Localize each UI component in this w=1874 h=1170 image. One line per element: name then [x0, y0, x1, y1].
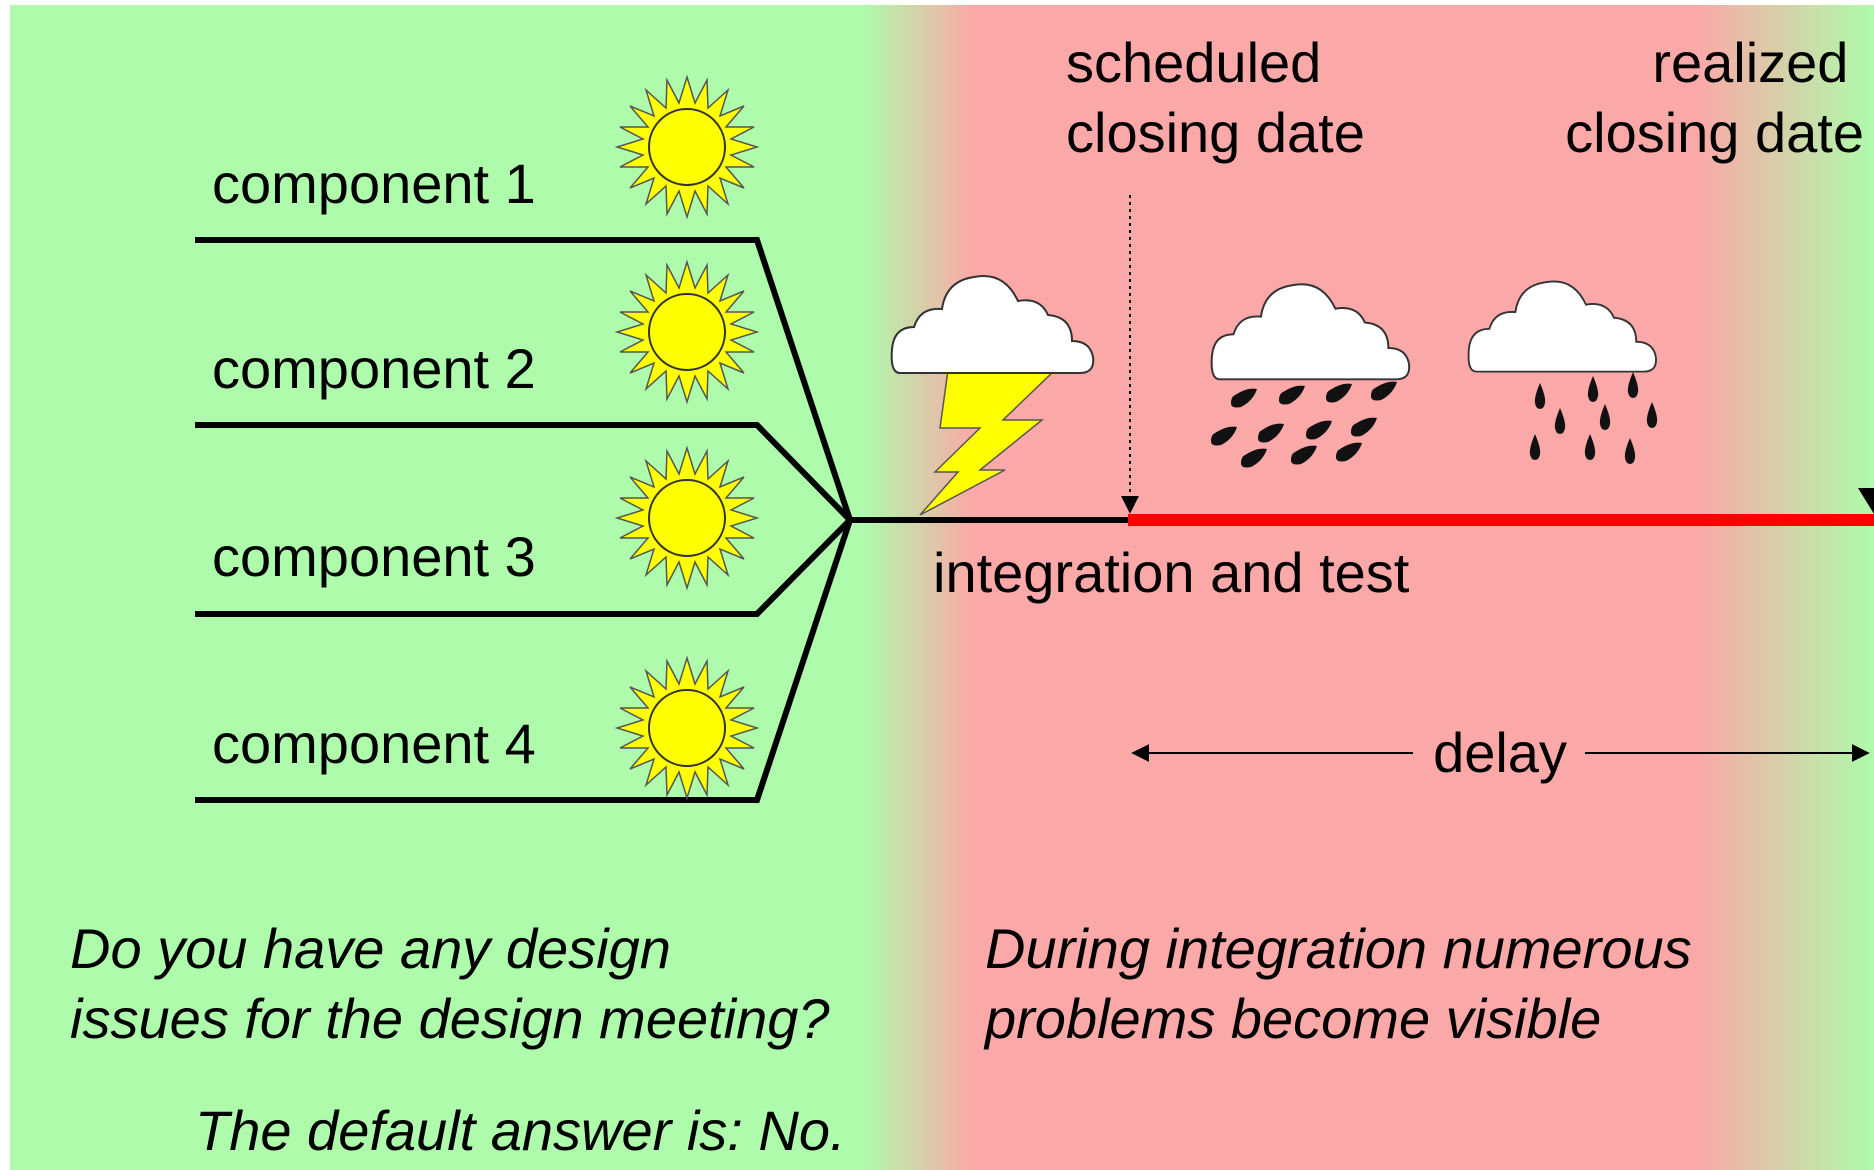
right-note: During integration numerous problems bec…: [983, 917, 1707, 1050]
scheduled-label: scheduled closing date: [1066, 31, 1365, 164]
scheduled-label-line-2: closing date: [1066, 101, 1365, 164]
realized-label-line-2: closing date: [1565, 101, 1864, 164]
component-3-label: component 3: [212, 525, 536, 588]
left-answer: The default answer is: No.: [195, 1099, 846, 1162]
lightning-bolt-icon: [919, 369, 1057, 516]
realized-label-line-1: realized: [1652, 31, 1848, 94]
scheduled-label-line-1: scheduled: [1066, 31, 1321, 94]
left-question: Do you have any design issues for the de…: [70, 917, 830, 1050]
component-1-line: [195, 237, 853, 521]
left-question-line-1: Do you have any design: [70, 917, 671, 980]
component-2-label: component 2: [212, 337, 536, 400]
realized-marker: [1858, 488, 1874, 514]
component-1-label: component 1: [212, 152, 536, 215]
lightning-cloud-icon: [890, 275, 1095, 516]
component-4-line: [195, 519, 853, 803]
component-4-label: component 4: [212, 712, 536, 775]
phase-label: integration and test: [933, 541, 1410, 604]
component-2-line: [195, 422, 853, 523]
right-note-line-2: problems become visible: [983, 987, 1601, 1050]
realized-label: realized closing date: [1565, 31, 1864, 164]
background-zones: [10, 5, 1874, 1170]
left-question-line-2: issues for the design meeting?: [70, 987, 830, 1050]
right-note-line-1: During integration numerous: [985, 917, 1692, 980]
delay-label: delay: [1433, 721, 1567, 784]
component-lines: [195, 237, 1128, 803]
component-3-line: [195, 517, 853, 617]
